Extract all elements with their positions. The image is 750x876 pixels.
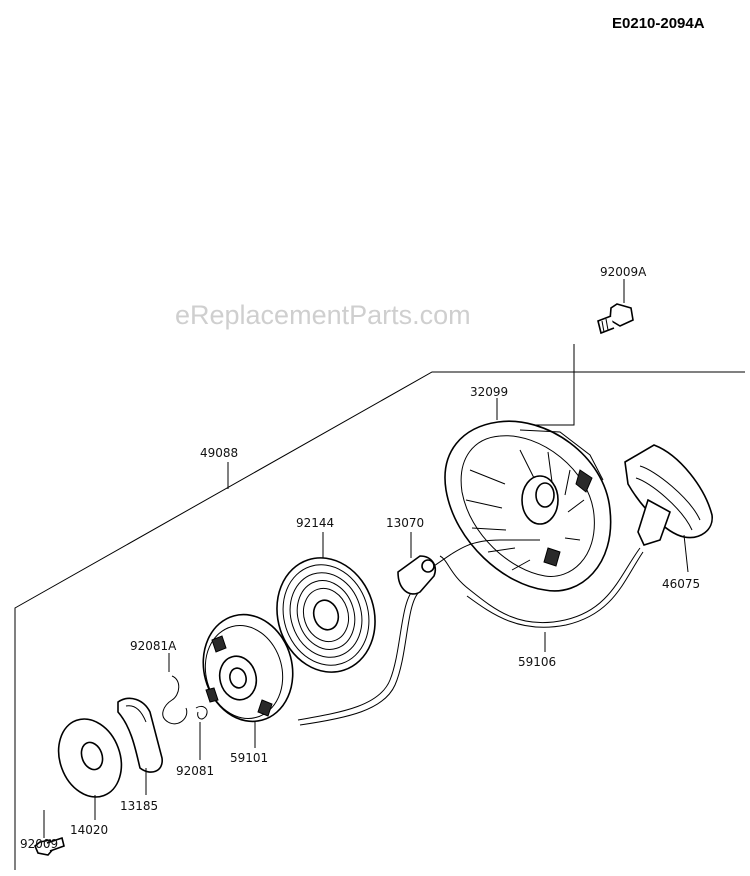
rope-59106-drawing xyxy=(297,547,644,726)
part-label-13070: 13070 xyxy=(386,516,424,530)
part-label-59106: 59106 xyxy=(518,655,556,669)
handle-46075-drawing xyxy=(624,444,713,573)
ratchet-13185-drawing xyxy=(117,697,163,795)
guide-13070-drawing xyxy=(397,532,540,595)
reel-59101-drawing xyxy=(202,613,294,748)
part-label-46075: 46075 xyxy=(662,577,700,591)
diagram-reference: E0210-2094A xyxy=(612,15,705,32)
part-label-92081a: 92081A xyxy=(130,639,177,653)
spring-92144-drawing xyxy=(276,532,376,673)
part-label-49088: 49088 xyxy=(200,446,238,460)
watermark: eReplacementParts.com xyxy=(175,300,471,330)
assembly-outline xyxy=(14,371,745,870)
part-label-14020: 14020 xyxy=(70,823,108,837)
bolt-92009a-drawing xyxy=(522,279,634,426)
spring-92081-drawing xyxy=(195,705,208,760)
part-label-59101: 59101 xyxy=(230,751,268,765)
plate-14020-drawing xyxy=(57,718,123,820)
housing-32099-drawing xyxy=(444,398,612,592)
bolt-92009-drawing xyxy=(34,810,65,856)
part-label-92009a: 92009A xyxy=(600,265,647,279)
part-label-13185: 13185 xyxy=(120,799,158,813)
clip-92081a-drawing xyxy=(162,653,188,725)
part-label-92009: 92009 xyxy=(20,837,58,851)
part-label-92144: 92144 xyxy=(296,516,334,530)
part-label-92081: 92081 xyxy=(176,764,214,778)
part-label-32099: 32099 xyxy=(470,385,508,399)
